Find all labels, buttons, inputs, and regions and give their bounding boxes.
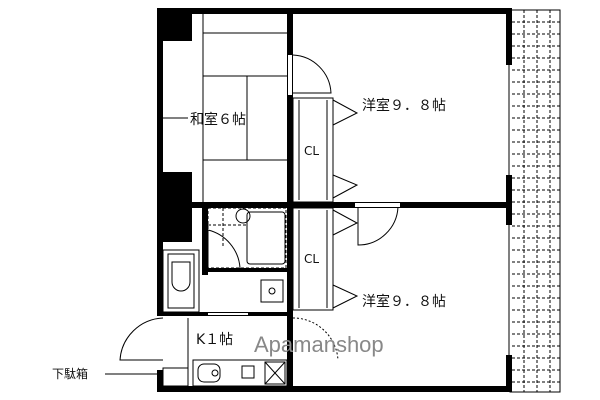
closet-label-lower: CL — [304, 252, 319, 266]
door-swing — [207, 229, 241, 272]
closet-upper — [292, 97, 359, 203]
room-label-yoshitsu-upper: 洋室９．８帖 — [362, 97, 446, 114]
closet-label-upper: CL — [304, 144, 319, 158]
bathroom — [207, 207, 287, 269]
balcony — [509, 9, 561, 393]
room-label-kitchen: K１帖 — [196, 332, 233, 348]
closet-lower — [292, 207, 359, 311]
shoe-box-label: 下駄箱 — [52, 366, 88, 381]
room-label-washitsu: 和室６帖 — [190, 111, 246, 128]
door-swing — [119, 317, 164, 361]
door-swing — [292, 317, 339, 361]
walls — [157, 8, 512, 392]
toilet — [162, 249, 200, 313]
room-label-yoshitsu-lower: 洋室９．８帖 — [362, 293, 446, 310]
washer-space — [260, 279, 284, 303]
shoe-box — [162, 367, 189, 387]
door-swing — [357, 206, 399, 246]
watermark: Apamanshop — [254, 332, 384, 357]
door-swing — [292, 54, 332, 94]
tatami — [163, 14, 287, 202]
